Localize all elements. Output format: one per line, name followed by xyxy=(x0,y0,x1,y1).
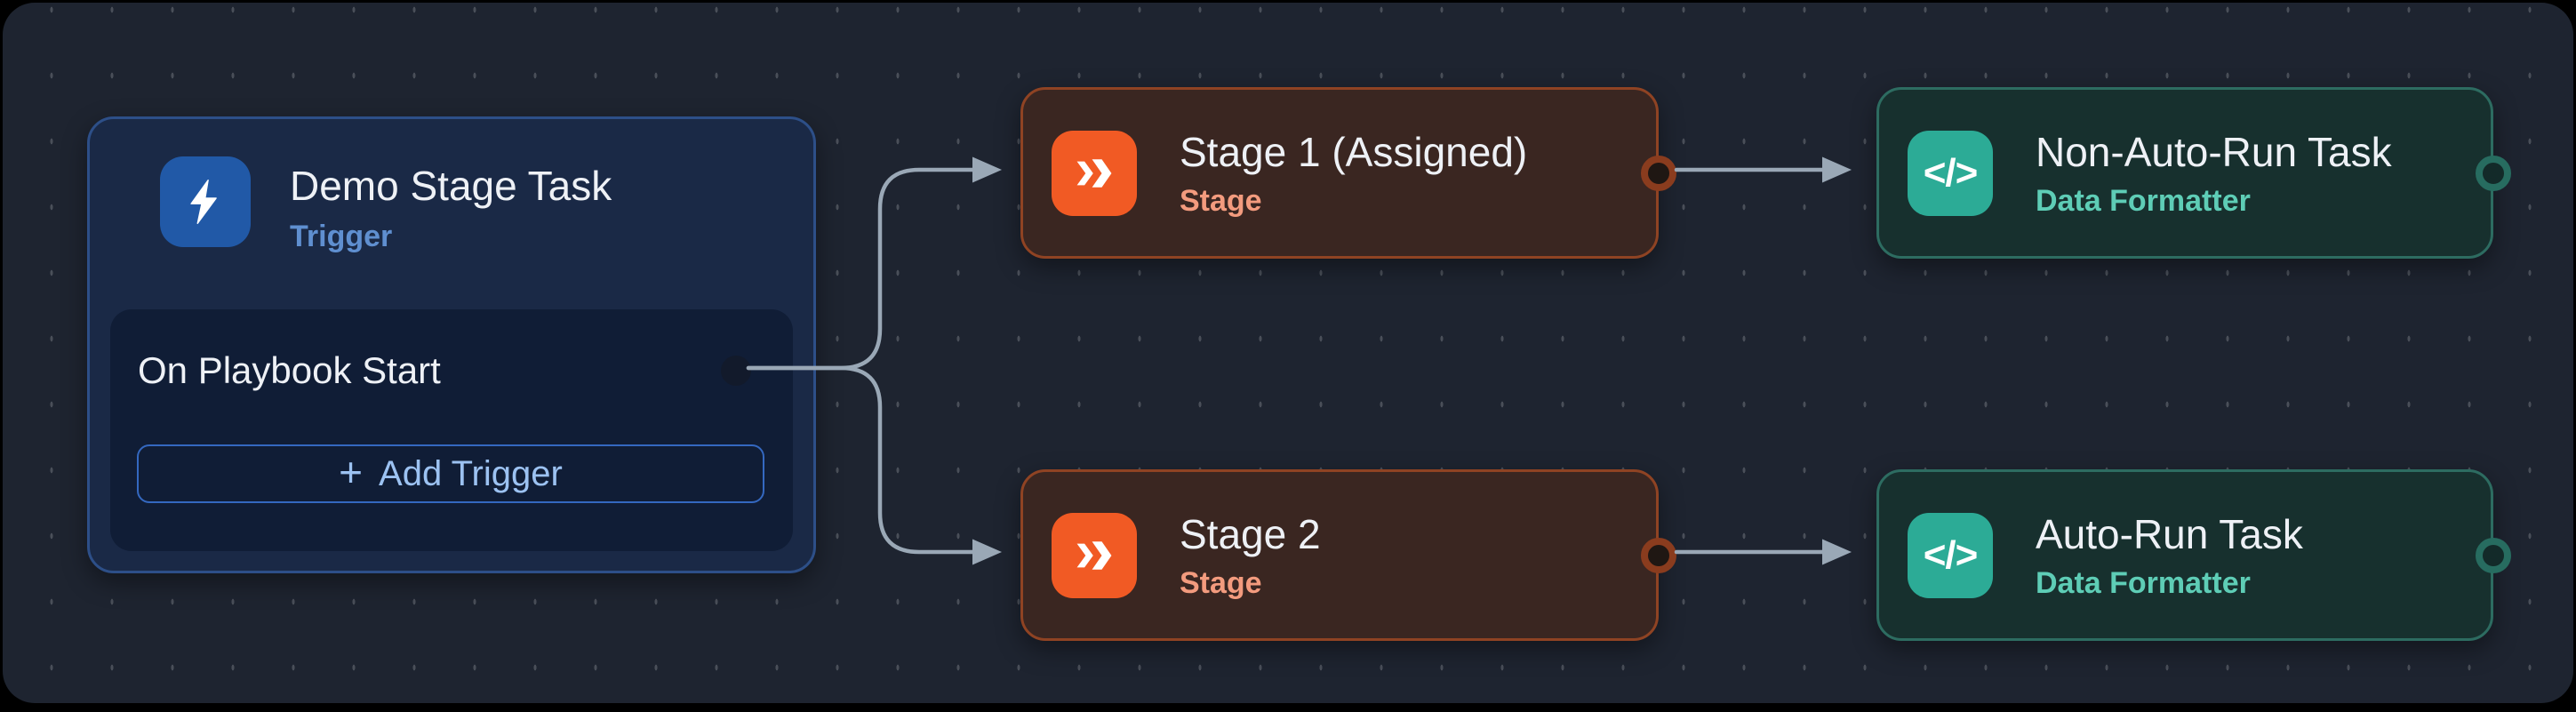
lightning-bolt-icon xyxy=(160,156,251,247)
task-node-title: Auto-Run Task xyxy=(2036,510,2303,557)
code-icon: </> xyxy=(1908,130,1993,216)
add-trigger-button[interactable]: + Add Trigger xyxy=(137,444,764,503)
stage-output-port[interactable] xyxy=(1641,155,1676,191)
fast-forward-icon xyxy=(1052,512,1137,598)
trigger-output-port[interactable] xyxy=(721,356,751,386)
stage-node-type-label: Stage xyxy=(1180,183,1262,218)
fast-forward-icon xyxy=(1052,130,1137,216)
trigger-node-type-label: Trigger xyxy=(290,220,393,253)
stage-node-1[interactable]: Stage 1 (Assigned) Stage xyxy=(1020,87,1676,259)
stage-output-port[interactable] xyxy=(1641,537,1676,573)
task-node-type-label: Data Formatter xyxy=(2036,183,2251,218)
stage-node-type-label: Stage xyxy=(1180,565,1262,600)
task-node-type-label: Data Formatter xyxy=(2036,565,2251,600)
task-output-port[interactable] xyxy=(2476,537,2511,573)
trigger-node-title: Demo Stage Task xyxy=(290,163,612,209)
task-output-port[interactable] xyxy=(2476,155,2511,191)
trigger-list-panel: On Playbook Start + Add Trigger xyxy=(110,309,793,551)
stage-node-title: Stage 1 (Assigned) xyxy=(1180,128,1528,175)
task-node-title: Non-Auto-Run Task xyxy=(2036,128,2392,175)
add-trigger-button-label: Add Trigger xyxy=(379,453,563,493)
task-node-auto-run[interactable]: </> Auto-Run Task Data Formatter xyxy=(1876,469,2511,641)
code-glyph: </> xyxy=(1923,532,1979,577)
trigger-item-label[interactable]: On Playbook Start xyxy=(138,349,441,391)
code-glyph: </> xyxy=(1923,150,1979,195)
task-node-non-auto-run[interactable]: </> Non-Auto-Run Task Data Formatter xyxy=(1876,87,2511,259)
stage-node-title: Stage 2 xyxy=(1180,510,1321,557)
trigger-node[interactable]: Demo Stage Task Trigger On Playbook Star… xyxy=(87,116,816,573)
plus-icon: + xyxy=(339,449,364,495)
code-icon: </> xyxy=(1908,512,1993,598)
stage-node-2[interactable]: Stage 2 Stage xyxy=(1020,469,1676,641)
trigger-node-header: Demo Stage Task Trigger xyxy=(160,156,612,255)
playbook-canvas[interactable]: Demo Stage Task Trigger On Playbook Star… xyxy=(3,3,2573,703)
